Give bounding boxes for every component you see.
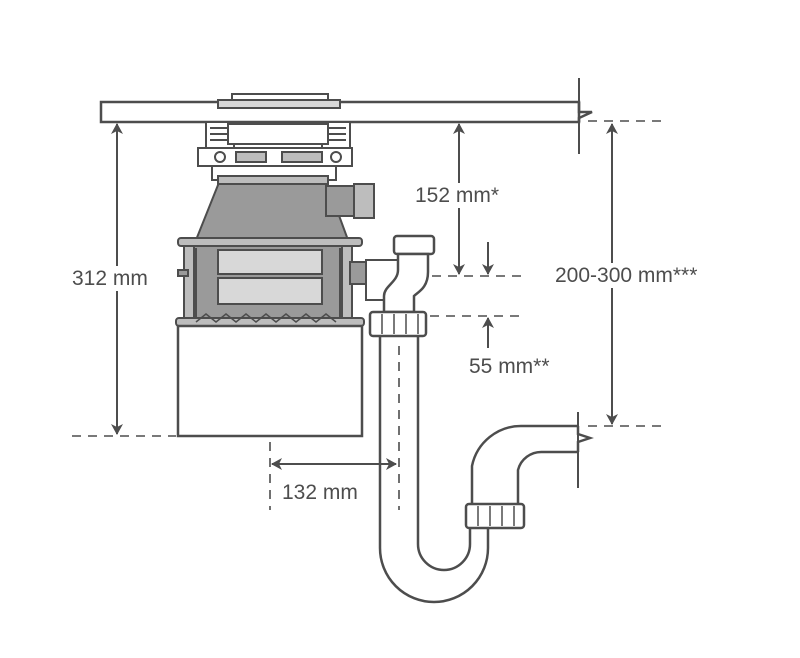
p-trap (378, 336, 594, 604)
sink-flange (217, 93, 341, 109)
trap-height-label: 200-300 mm*** (553, 263, 700, 288)
horizontal-offset-label: 132 mm (282, 481, 358, 504)
inlet-drop-label: 152 mm* (413, 183, 502, 208)
motor-body-lower (176, 324, 364, 438)
tail-pipe (368, 234, 436, 338)
reference-lines (72, 120, 668, 510)
dishwasher-inlet (325, 183, 375, 219)
grinding-chamber (175, 237, 365, 327)
mounting-assembly (197, 121, 353, 181)
overall-height-label: 312 mm (70, 266, 150, 291)
drain-offset-label: 55 mm** (469, 355, 550, 378)
trap-slip-nut (464, 502, 526, 530)
